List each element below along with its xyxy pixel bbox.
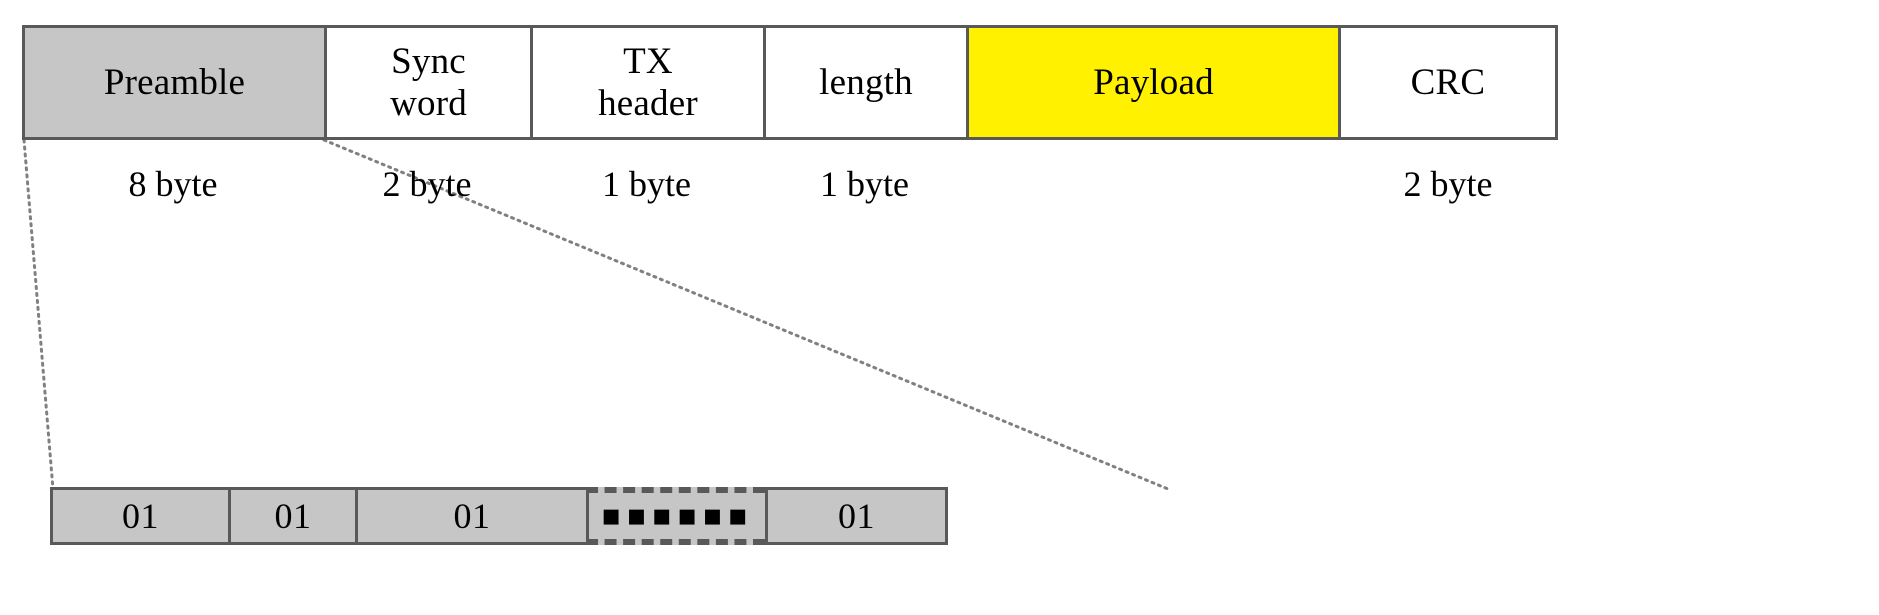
packet-field-crc[interactable]: CRC: [1338, 25, 1558, 140]
byte-size-length: 1 byte: [820, 164, 909, 204]
preamble-byte-cell-1-label: 01: [122, 496, 159, 536]
ellipsis-icon: ▪▪▪▪▪▪: [601, 498, 753, 533]
preamble-byte-cell-last-label: 01: [838, 496, 875, 536]
packet-field-tx-header[interactable]: TX header: [530, 25, 763, 140]
packet-field-tx-header-label: TX header: [598, 41, 698, 124]
byte-size-crc: 2 byte: [1403, 164, 1493, 204]
packet-field-payload-label: Payload: [1093, 61, 1214, 103]
packet-field-crc-label: CRC: [1410, 61, 1486, 103]
byte-size-label-row: 8 byte 2 byte 1 byte 1 byte 2 byte: [22, 158, 1558, 210]
packet-field-length-label: length: [819, 61, 913, 103]
byte-size-tx-header: 1 byte: [602, 164, 691, 204]
byte-size-sync-word: 2 byte: [382, 164, 472, 204]
preamble-byte-cell-1[interactable]: 01: [50, 487, 228, 545]
packet-field-preamble[interactable]: Preamble: [22, 25, 324, 140]
byte-size-payload: [966, 158, 1338, 210]
byte-size-preamble: 8 byte: [128, 164, 218, 204]
packet-field-payload[interactable]: Payload: [966, 25, 1338, 140]
packet-field-length[interactable]: length: [763, 25, 966, 140]
preamble-expansion-row: 01 01 01 ▪▪▪▪▪▪ 01: [50, 487, 948, 545]
preamble-byte-cell-2[interactable]: 01: [228, 487, 355, 545]
packet-field-sync-word[interactable]: Sync word: [324, 25, 530, 140]
preamble-byte-cell-3-label: 01: [453, 496, 491, 536]
preamble-byte-cell-3[interactable]: 01: [355, 487, 586, 545]
packet-field-row: Preamble Sync word TX header length Payl…: [22, 25, 1558, 140]
packet-field-sync-word-label: Sync word: [390, 41, 467, 124]
preamble-byte-cell-last[interactable]: 01: [765, 487, 948, 545]
packet-field-preamble-label: Preamble: [103, 61, 246, 103]
preamble-byte-ellipsis-cell: ▪▪▪▪▪▪: [586, 487, 765, 545]
preamble-byte-cell-2-label: 01: [274, 496, 312, 536]
